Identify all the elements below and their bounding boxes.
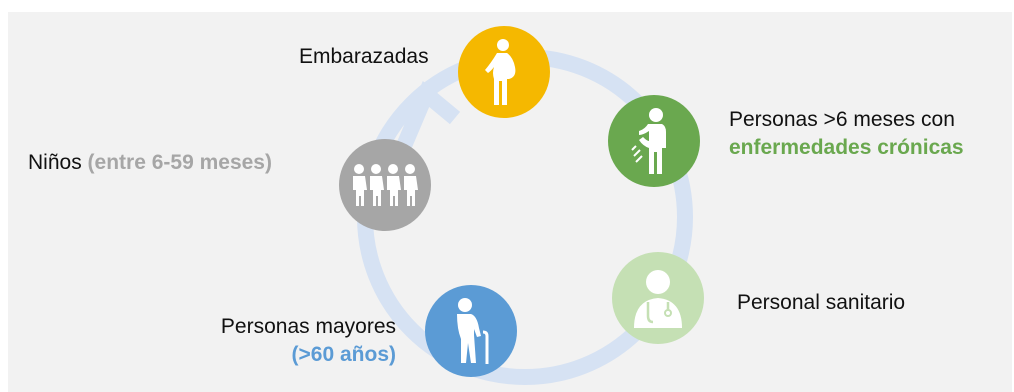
health-staff-label: Personal sanitario	[737, 291, 906, 314]
children-label-main: Niños	[28, 151, 82, 174]
doctor-stethoscope-icon	[634, 270, 682, 328]
pregnant-woman-icon	[485, 39, 516, 105]
elderly-label-line1: Personas mayores	[220, 315, 396, 338]
children-label-detail: (entre 6-59 meses)	[87, 151, 272, 174]
pregnant-woman-node	[458, 26, 550, 118]
health-staff-node	[612, 252, 704, 344]
elderly-label: Personas mayores (>60 años)	[190, 314, 396, 368]
elderly-node	[425, 285, 517, 377]
elderly-person-cane-icon	[457, 298, 489, 364]
children-group-icon	[353, 164, 418, 206]
person-inhaler-icon	[631, 108, 666, 174]
pregnant-label: Embarazadas	[299, 45, 429, 68]
chronic-disease-node	[608, 95, 700, 187]
children-node	[339, 139, 431, 231]
chronic-label: Personas >6 meses con enfermedades cróni…	[729, 107, 964, 161]
elderly-label-line2: (>60 años)	[291, 343, 396, 366]
chronic-label-line1: Personas >6 meses con	[729, 108, 955, 131]
chronic-label-line2: enfermedades crónicas	[729, 136, 964, 159]
children-label: Niños (entre 6-59 meses)	[28, 150, 272, 176]
